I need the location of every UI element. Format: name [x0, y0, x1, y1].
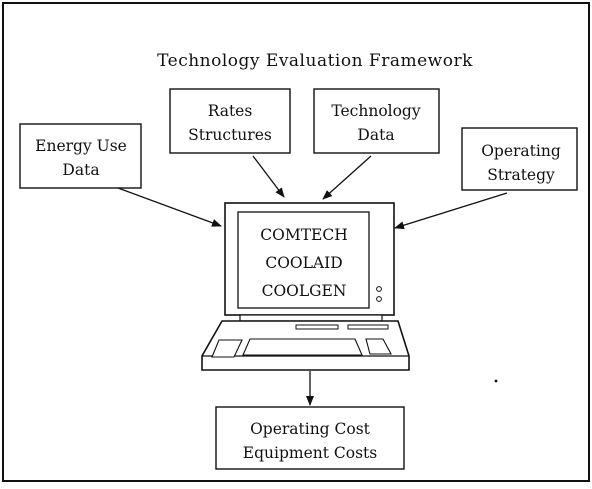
scan-speck [494, 379, 498, 383]
operating-label-line1: Operating [481, 142, 561, 160]
output-label-line2: Equipment Costs [243, 444, 377, 462]
program-comtech: COMTECH [260, 226, 347, 244]
operating-strategy-box: Operating Strategy [461, 127, 578, 191]
program-coolgen: COOLGEN [262, 282, 347, 300]
outer-border [2, 2, 590, 482]
energy-use-data-box: Energy Use Data [19, 123, 142, 189]
rates-label-line2: Structures [188, 126, 272, 144]
rates-structures-box: Rates Structures [169, 88, 291, 154]
technology-data-box: Technology Data [313, 88, 440, 154]
operating-label-line2: Strategy [487, 166, 555, 184]
computer-terminal-icon [201, 202, 410, 371]
output-costs-box: Operating Cost Equipment Costs [215, 406, 405, 470]
arrow-energy-to-computer [117, 187, 222, 227]
arrow-technology-to-computer [322, 155, 372, 200]
energy-use-label-line1: Energy Use [35, 137, 127, 155]
energy-use-label-line2: Data [62, 161, 99, 179]
output-label-line1: Operating Cost [250, 420, 371, 438]
arrow-operating-to-computer [394, 192, 508, 230]
diagram-title: Technology Evaluation Framework [157, 51, 473, 71]
technology-label-line1: Technology [331, 102, 420, 120]
technology-label-line2: Data [357, 126, 394, 144]
program-coolaid: COOLAID [265, 254, 342, 272]
arrow-rates-to-computer [252, 155, 285, 198]
rates-label-line1: Rates [208, 102, 253, 120]
